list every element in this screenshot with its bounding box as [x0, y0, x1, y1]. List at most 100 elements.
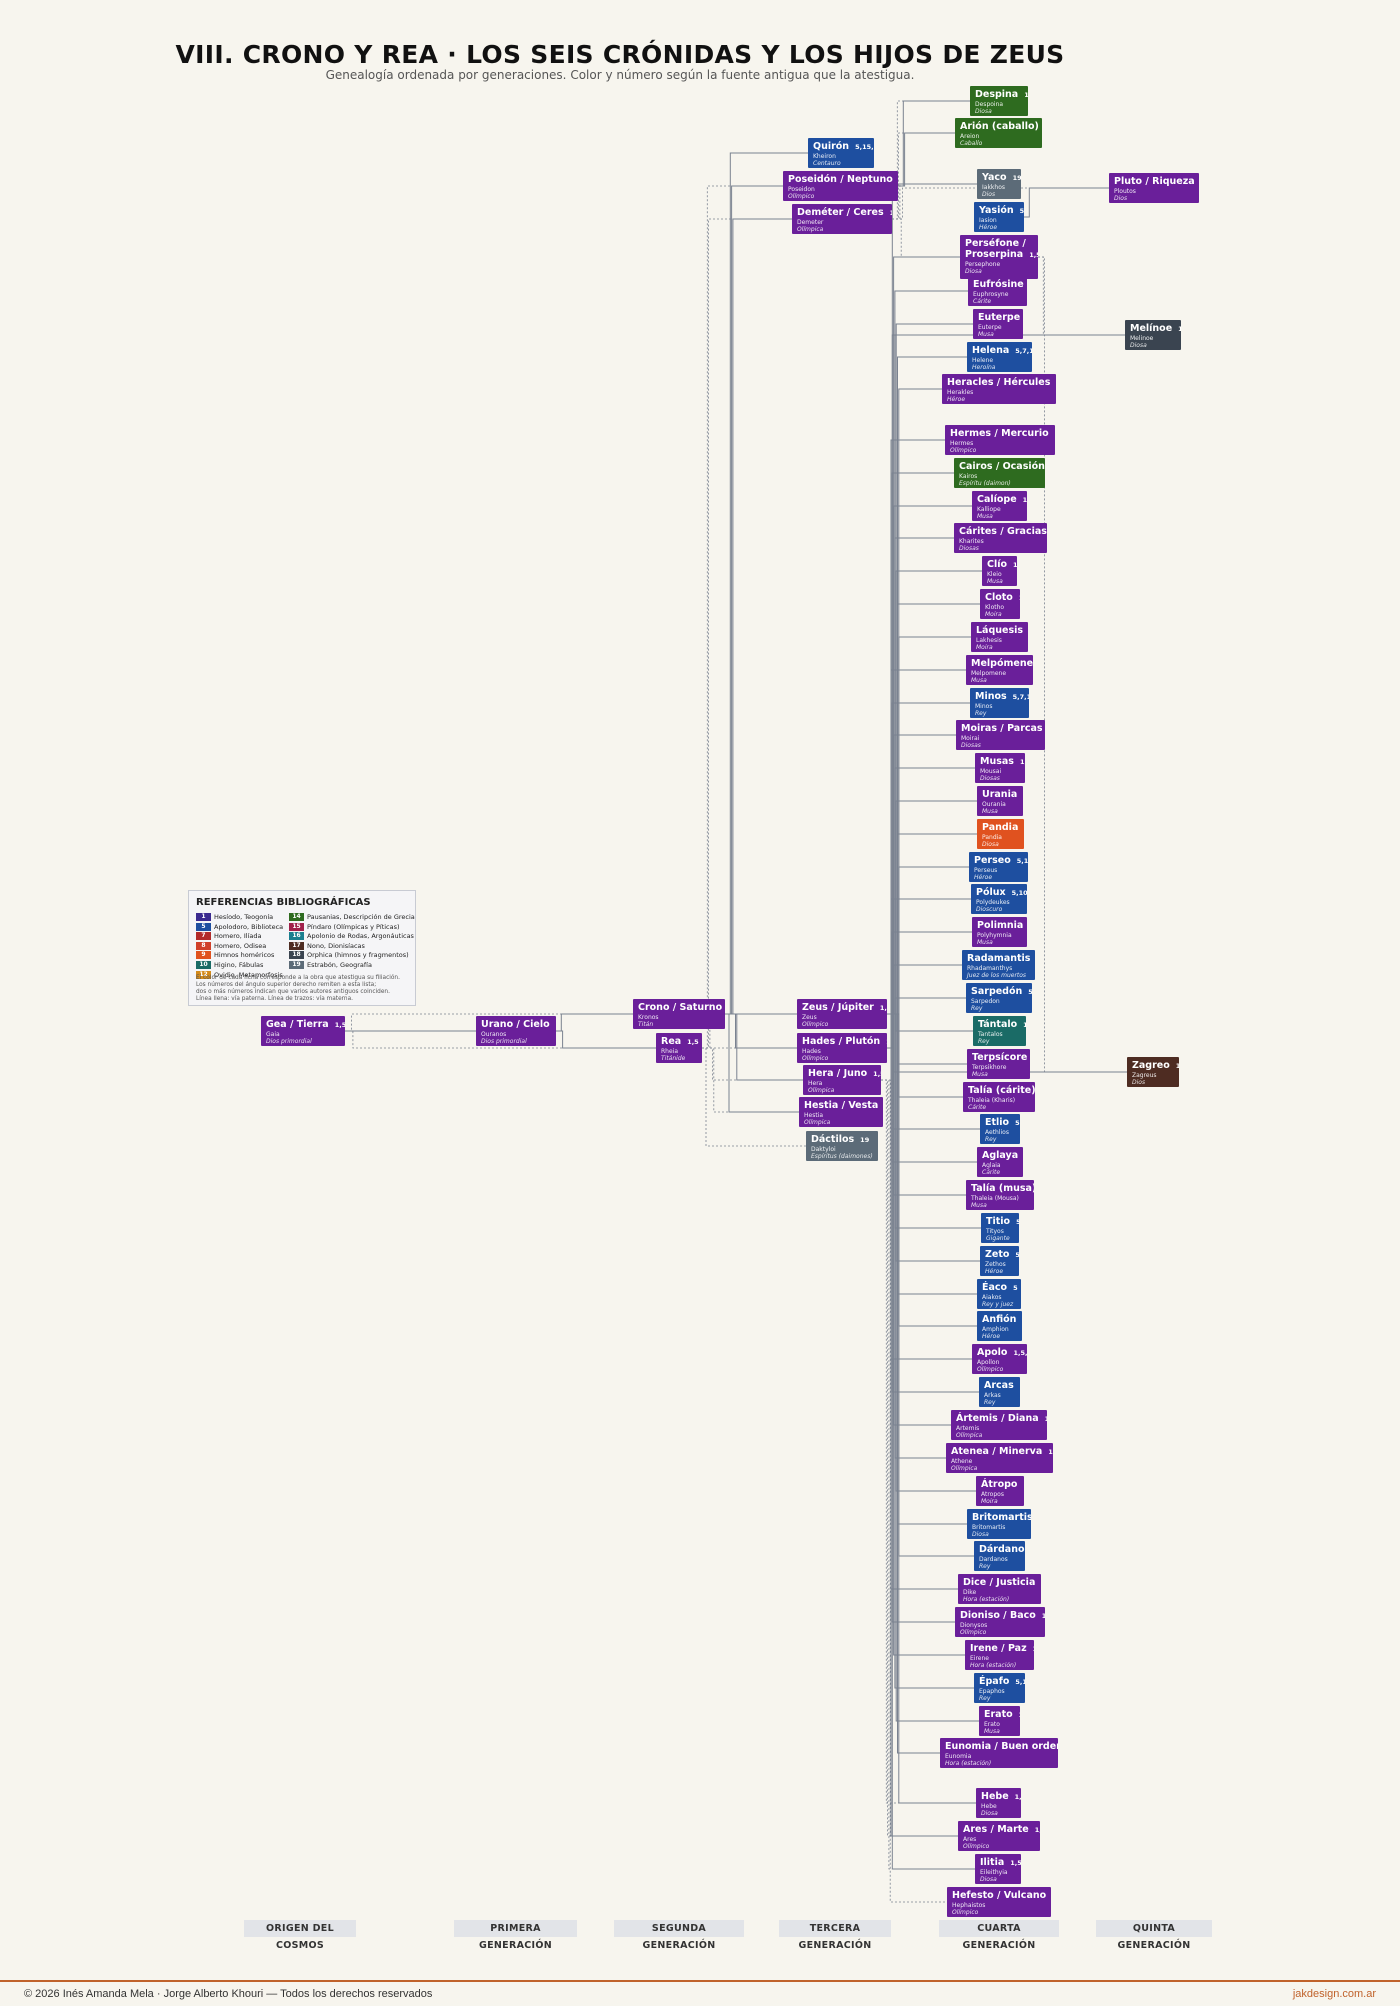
node-atropo[interactable]: Átropo1AtroposMoira — [976, 1476, 1024, 1506]
node-irene[interactable]: Irene / Paz1,5EireneHora (estación) — [965, 1640, 1034, 1670]
node-polimnia[interactable]: Polimnia1PolyhymniaMusa — [972, 917, 1027, 947]
node-pandia[interactable]: Pandia8PandiaDiosa — [977, 819, 1024, 849]
node-crono[interactable]: Crono / Saturno1,5KronosTitán — [633, 999, 725, 1029]
node-role: Olímpica — [956, 1432, 983, 1439]
node-radamantis[interactable]: Radamantis5,7RhadamanthysJuez de los mue… — [962, 950, 1035, 980]
node-taliamusa[interactable]: Talía (musa)1Thaleia (Mousa)Musa — [966, 1180, 1034, 1210]
node-cloto[interactable]: Cloto1KlothoMoira — [980, 589, 1020, 619]
node-melinoe[interactable]: Melínoe18MelinoeDiosa — [1125, 320, 1181, 350]
node-euterpe[interactable]: Euterpe1EuterpeMusa — [973, 309, 1023, 339]
node-sources: 1,5,9 — [1041, 1612, 1045, 1620]
node-eufrosine[interactable]: Eufrósine1EuphrosyneCárite — [968, 276, 1027, 306]
node-anfion[interactable]: Anfión5AmphionHéroe — [977, 1311, 1022, 1341]
node-latin-name: Zagreus — [1132, 1072, 1157, 1079]
node-role: Moira — [976, 644, 993, 651]
node-dice[interactable]: Dice / Justicia1,5DikeHora (estación) — [958, 1574, 1041, 1604]
node-heracles[interactable]: Heracles / Hércules1,5,7HeraklesHéroe — [942, 374, 1056, 404]
node-latin-name: Eileithyia — [980, 1869, 1008, 1876]
node-poseidon[interactable]: Poseidón / Neptuno1,5,7PoseidonOlímpico — [783, 171, 898, 201]
node-name: Pandia — [982, 822, 1019, 833]
node-pluto[interactable]: Pluto / Riqueza1,8PloutosDios — [1109, 173, 1199, 203]
node-latin-name: Britomartis — [972, 1524, 1006, 1531]
node-dardano[interactable]: Dárdano5DardanosRey — [974, 1541, 1025, 1571]
node-latin-name: Herakles — [947, 389, 974, 396]
node-hestia[interactable]: Hestia / Vesta1,5HestiaOlímpica — [799, 1097, 883, 1127]
edge-zeus-polimnia — [887, 931, 972, 1015]
node-latin-name: Despoina — [975, 101, 1004, 108]
node-arion[interactable]: Arión (caballo)14AreionCaballo — [955, 118, 1042, 148]
node-latin-name: Zeus — [802, 1014, 817, 1021]
node-role: Hora (estación) — [963, 1596, 1010, 1603]
node-persefone[interactable]: Perséfone / Proserpina1,5,9PersephoneDio… — [960, 235, 1038, 279]
node-sources: 1,5,9 — [1044, 1415, 1047, 1423]
node-urania[interactable]: Urania1OuraniaMusa — [977, 786, 1023, 816]
node-britomartis[interactable]: Britomartis5BritomartisDiosa — [967, 1509, 1031, 1539]
node-moiras[interactable]: Moiras / Parcas1,5MoiraiDiosas — [956, 720, 1045, 750]
node-name: Deméter / Ceres — [797, 207, 884, 218]
node-laquesis[interactable]: Láquesis1LakhesisMoira — [971, 622, 1028, 652]
node-tantalo[interactable]: Tántalo10TantalosRey — [973, 1016, 1026, 1046]
node-name: Talía (cárite) — [968, 1085, 1035, 1096]
node-latin-name: Arkas — [984, 1392, 1001, 1399]
node-sources: 10 — [1023, 1021, 1026, 1029]
edge-persefone-melinoe — [1038, 256, 1125, 336]
legend-note-line: El color de cada ficha corresponde a la … — [196, 975, 400, 981]
node-sources: 1 — [1019, 594, 1020, 602]
node-hefesto[interactable]: Hefesto / Vulcano1,5,7HephaistosOlímpico — [947, 1887, 1051, 1917]
legend-swatch: 5 — [196, 922, 211, 931]
node-hades[interactable]: Hades / Plutón1,5,7HadesOlímpico — [797, 1033, 887, 1063]
node-urano[interactable]: Urano / Cielo1,5OuranosDios primordial — [476, 1016, 556, 1046]
footer-link[interactable]: jakdesign.com.ar — [1292, 1988, 1376, 2000]
legend-swatch: 15 — [289, 922, 304, 931]
node-latin-name: Aethlios — [985, 1129, 1009, 1136]
node-latin-name: Dardanos — [979, 1556, 1008, 1563]
node-arcas[interactable]: Arcas5ArkasRey — [979, 1377, 1020, 1407]
node-despina[interactable]: Despina14DespoinaDiosa — [970, 86, 1028, 116]
node-eunomia[interactable]: Eunomia / Buen orden1,5EunomiaHora (esta… — [940, 1738, 1058, 1768]
node-latin-name: Euterpe — [978, 324, 1002, 331]
node-melpomene[interactable]: Melpómene1MelpomeneMusa — [966, 655, 1033, 685]
node-carites[interactable]: Cárites / Gracias1,5KharitesDiosas — [954, 523, 1047, 553]
generation-label: SEGUNDA GENERACIÓN — [614, 1920, 744, 1951]
node-terpsicore[interactable]: Terpsícore1TerpsikhoreMusa — [967, 1049, 1030, 1079]
node-role: Olímpica — [797, 226, 824, 233]
node-aglaya[interactable]: Aglaya1AglaiaCárite — [977, 1147, 1023, 1177]
node-name: Gea / Tierra — [266, 1019, 329, 1030]
node-taliacarite[interactable]: Talía (cárite)1Thaleia (Kharis)Cárite — [963, 1082, 1035, 1112]
edge-zeus-radamantis — [887, 964, 962, 1015]
node-sources: 1,5 — [687, 1038, 699, 1046]
node-erato[interactable]: Erato1EratoMusa — [979, 1706, 1020, 1736]
node-cairos[interactable]: Cairos / Ocasión14KairosEspíritu (daimon… — [954, 458, 1045, 488]
node-hermes[interactable]: Hermes / Mercurio1,5,9HermesOlímpico — [945, 425, 1055, 455]
node-zagreo[interactable]: Zagreo17ZagreusDios — [1127, 1057, 1179, 1087]
